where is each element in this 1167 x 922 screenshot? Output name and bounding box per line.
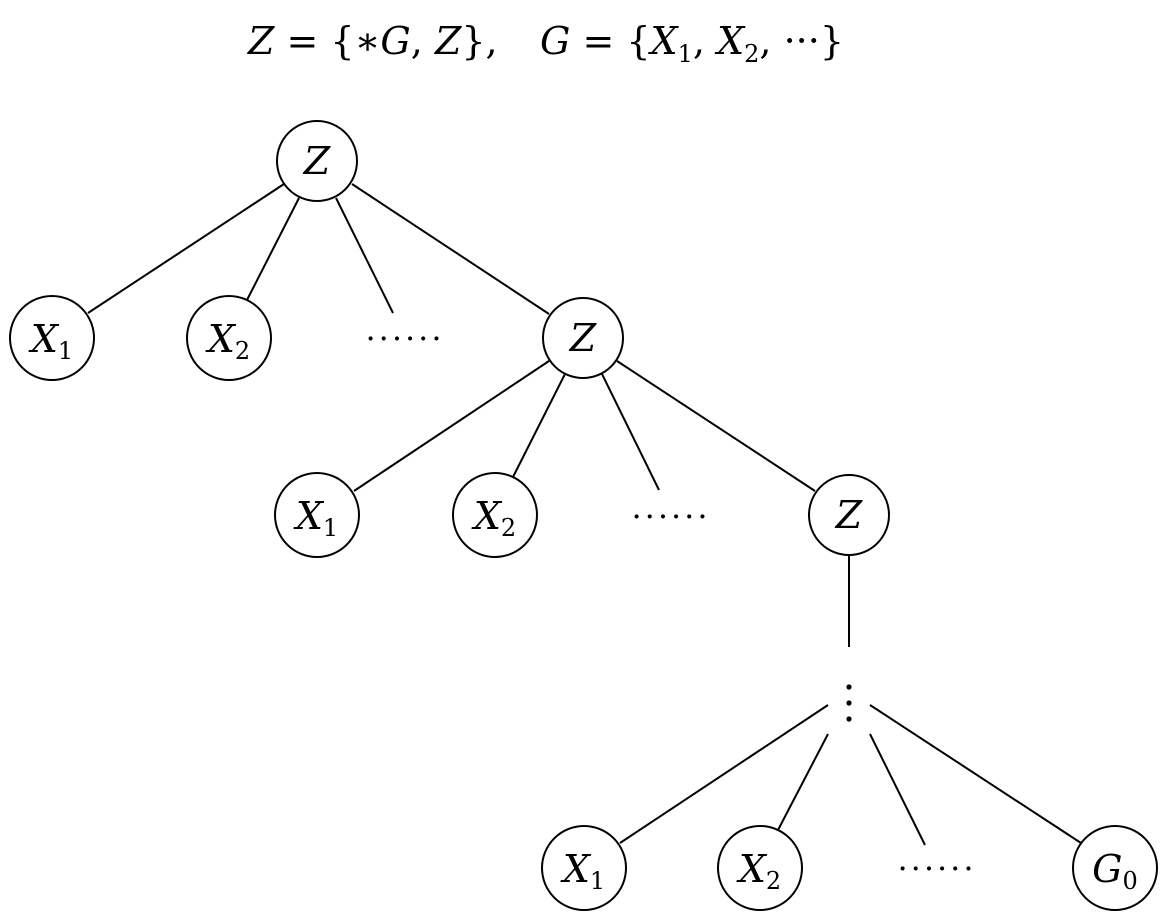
edge-z2-x2 <box>512 373 566 478</box>
ellipsis-level1: ...... <box>365 310 444 348</box>
edge-g-ellipsis <box>869 733 926 846</box>
tree-edges <box>87 183 1082 846</box>
node-x2-level1: X2 <box>186 295 272 381</box>
node-x1-level2: X1 <box>274 472 360 558</box>
node-x2-level3: X2 <box>717 825 803 911</box>
vertical-ellipsis <box>846 684 852 722</box>
edge-z1-x2 <box>246 197 300 301</box>
edge-z2-x1 <box>353 360 550 492</box>
svg-text:X1: X1 <box>28 317 73 365</box>
node-z-level1: Z <box>542 297 624 379</box>
edge-z1-ellipsis <box>335 197 394 314</box>
svg-text:Z: Z <box>835 493 863 537</box>
svg-text:Z: Z <box>569 316 597 360</box>
svg-text:X1: X1 <box>293 494 338 542</box>
svg-text:X2: X2 <box>471 494 516 542</box>
formula-definitions: Z = {∗G, Z}, G = {X1, X2, ···} <box>247 19 844 68</box>
ellipsis-level2: ...... <box>631 488 710 526</box>
edge-z1-z2 <box>351 183 550 315</box>
formula-g-definition: G = {X1, X2, ···} <box>540 19 844 68</box>
node-x1-level3: X1 <box>541 825 627 911</box>
edge-g-g0 <box>869 704 1082 844</box>
svg-text:Z: Z <box>303 139 331 183</box>
node-z-level2: Z <box>808 474 890 556</box>
svg-text:G0: G0 <box>1092 847 1138 895</box>
edge-z2-ellipsis <box>601 373 660 491</box>
svg-text:X2: X2 <box>736 847 781 895</box>
node-x1-level1: X1 <box>9 295 95 381</box>
edge-g-x1 <box>619 704 829 844</box>
node-g0-terminal: G0 <box>1072 825 1158 911</box>
formula-z-definition: Z = {∗G, Z}, <box>247 19 498 63</box>
ellipsis-level3: ...... <box>897 840 976 878</box>
node-z-root: Z <box>276 120 358 202</box>
edge-z1-x1 <box>87 183 285 314</box>
node-x2-level2: X2 <box>452 472 538 558</box>
svg-text:X2: X2 <box>205 317 250 365</box>
svg-text:X1: X1 <box>560 847 605 895</box>
edge-z2-z3 <box>616 360 816 492</box>
edge-g-x2 <box>777 733 829 831</box>
